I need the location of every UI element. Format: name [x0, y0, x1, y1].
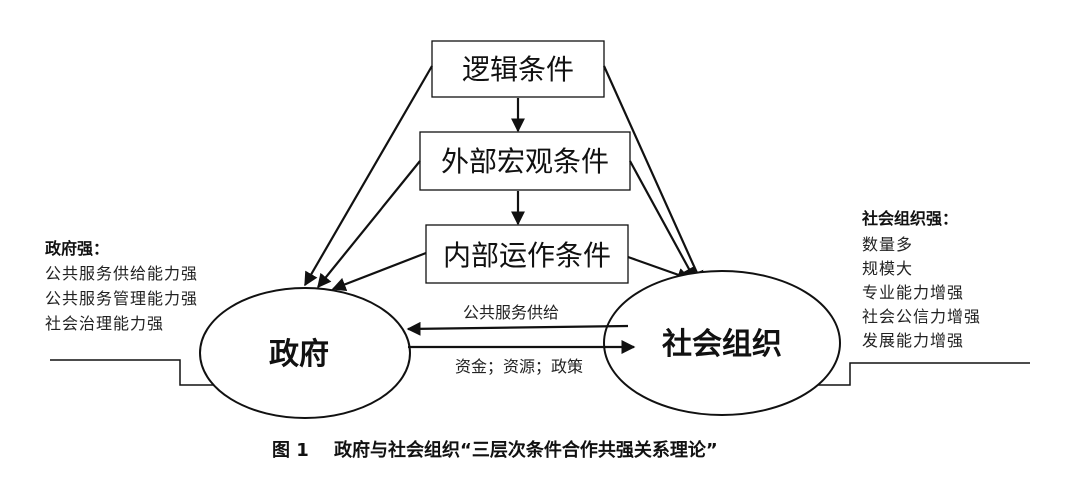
internal-to-government-arrow	[331, 251, 427, 291]
social-strong-item-1: 数量多	[862, 235, 913, 254]
macro-to-government-arrow	[317, 160, 421, 289]
social-strong-title: 社会组织强：	[861, 209, 958, 228]
left-ground-line	[50, 359, 230, 386]
macro-to-social-org-arrow	[629, 160, 696, 282]
figure-number: 图 1	[272, 440, 309, 461]
government-label: 政府	[269, 337, 329, 372]
social-org-label: 社会组织	[662, 327, 782, 362]
government-strong-item-1: 公共服务供给能力强	[45, 264, 198, 283]
social-strong-item-2: 规模大	[862, 259, 913, 278]
logic-to-social-org-arrow	[602, 65, 704, 286]
service-supply-arrow	[406, 321, 629, 336]
government-strong-item-3: 社会治理能力强	[45, 314, 164, 333]
logic-box	[431, 40, 605, 98]
government-strong-item-2: 公共服务管理能力强	[45, 289, 198, 308]
funding-label: 资金；资源；政策	[455, 357, 583, 376]
social-strong-item-3: 专业能力增强	[862, 283, 964, 302]
social-org-node	[603, 270, 841, 416]
internal-box-label: 内部运作条件	[443, 239, 611, 272]
right-ground-line	[790, 362, 1030, 386]
social-strong-item-5: 发展能力增强	[862, 331, 964, 350]
logic-to-government-arrow	[304, 65, 433, 287]
logic-box-label: 逻辑条件	[462, 53, 574, 86]
government-strong-title: 政府强：	[45, 239, 109, 258]
social-strong-item-4: 社会公信力增强	[862, 307, 981, 326]
macro-box	[419, 131, 631, 191]
service-supply-label: 公共服务供给	[463, 303, 559, 322]
figure-title: 政府与社会组织“三层次条件合作共强关系理论”	[334, 439, 718, 461]
government-node	[199, 287, 411, 419]
macro-box-label: 外部宏观条件	[441, 145, 609, 178]
